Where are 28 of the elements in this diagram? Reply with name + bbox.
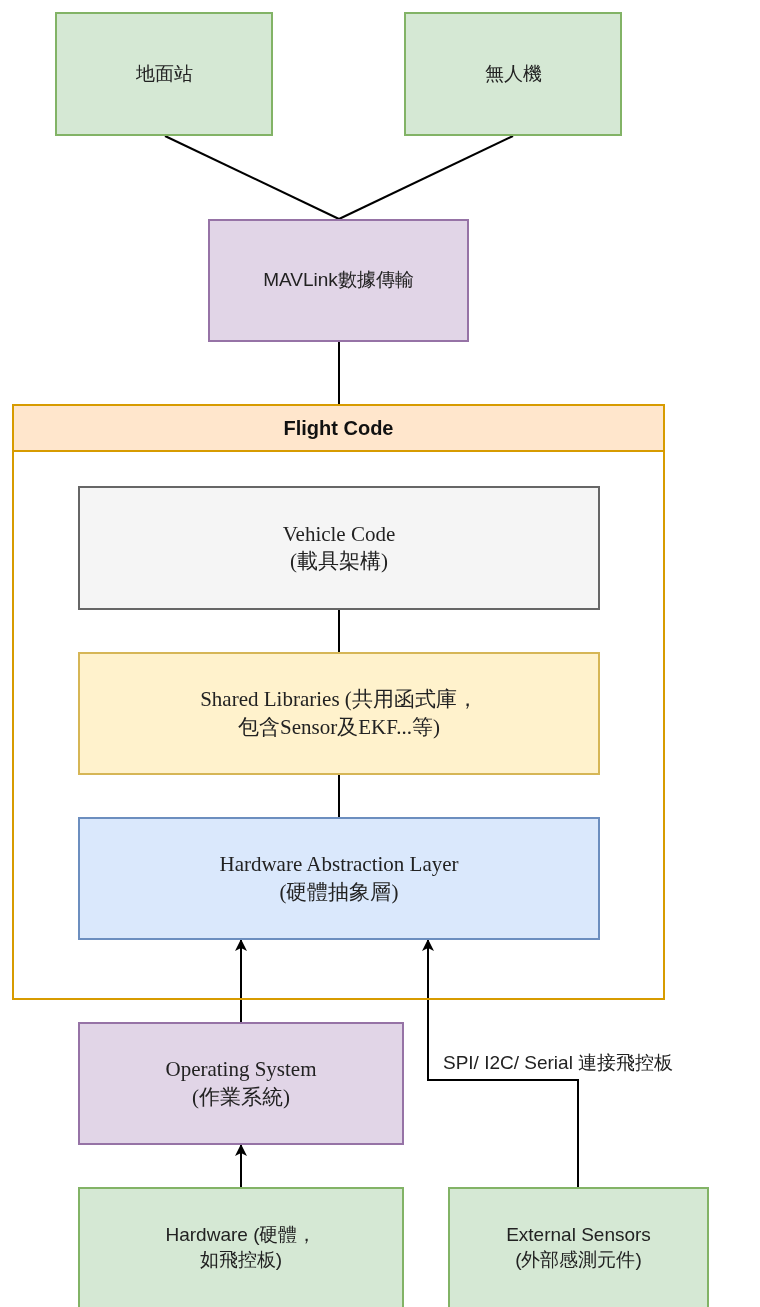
- box-label: 地面站: [135, 61, 193, 86]
- connector-line: [338, 774, 340, 818]
- arrow: [235, 1144, 247, 1188]
- process-box: [78, 1022, 404, 1145]
- box-label: Hardware (硬體，如飛控板): [164, 1223, 318, 1272]
- sensor-box: [448, 1187, 709, 1307]
- box-label: Vehicle Code (載具架構): [281, 520, 397, 575]
- hardware-box: [78, 1187, 404, 1307]
- connector-line: [338, 135, 514, 220]
- layer-box: [78, 652, 600, 775]
- layer-box: [78, 486, 600, 610]
- arrow: [422, 939, 579, 1188]
- box-label: External Sensors (外部感測元件): [505, 1223, 652, 1272]
- ground-station-box: [55, 12, 273, 136]
- drone-box: [404, 12, 622, 136]
- connector-line: [338, 609, 340, 653]
- connector-line: [338, 341, 340, 405]
- process-box: [208, 219, 469, 342]
- arrow: [235, 939, 247, 1023]
- connector-line: [164, 135, 340, 220]
- box-label: 無人機: [484, 61, 542, 86]
- layer-box: [78, 817, 600, 940]
- box-label: Hardware Abstraction Layer (硬體抽象層): [218, 851, 460, 906]
- container-header: Flight Code: [14, 406, 663, 452]
- box-label: Shared Libraries (共用函式庫，包含Sensor及EKF...等): [199, 686, 479, 741]
- group-container: [12, 404, 665, 1000]
- box-label: MAVLink數據傳輸: [263, 268, 414, 293]
- box-label: Operating System (作業系統): [164, 1056, 318, 1111]
